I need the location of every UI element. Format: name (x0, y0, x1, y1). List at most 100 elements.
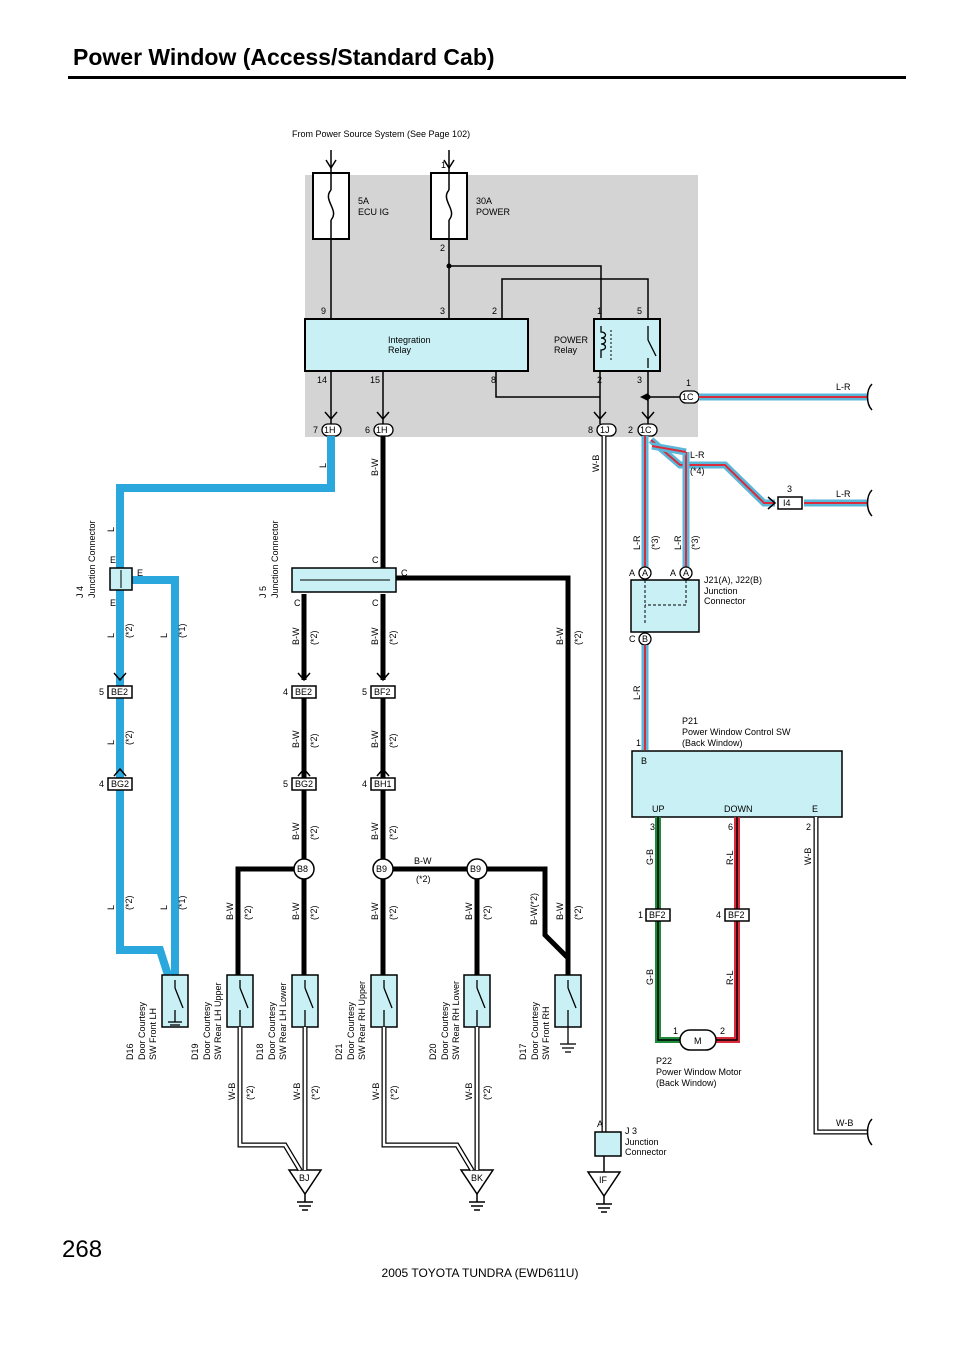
page-title: Power Window (Access/Standard Cab) (73, 44, 495, 70)
j3-code: J 3 (625, 1126, 637, 1136)
splice-b9b (466, 858, 488, 880)
j5-name: Junction Connector (270, 520, 280, 598)
connector-bf2-gb-pin: 1 (638, 910, 643, 920)
wire-label-wb-1j: W-B (591, 455, 601, 472)
p21-pin3: 3 (650, 822, 655, 832)
wire-label-lr-v2: L-R (673, 535, 683, 550)
note-2-wb1: (*2) (245, 1085, 255, 1100)
connector-bf2-bw (370, 672, 396, 699)
note-2-bw5: (*2) (309, 733, 319, 748)
splice-dot (446, 263, 452, 269)
note-2-wb2: (*2) (310, 1085, 320, 1100)
p21-e: E (812, 804, 818, 814)
junction-j21-name1: Junction (704, 586, 738, 596)
d18-line1: Door Courtesy (267, 1001, 277, 1060)
note-2-bw11: (*2) (388, 905, 398, 920)
connector-bf2-rl-pin: 4 (716, 910, 721, 920)
note-2-l3: (*2) (124, 623, 134, 638)
j3-name2: Connector (625, 1147, 667, 1157)
note-2-bw2: (*2) (309, 630, 319, 645)
d18-line2: SW Rear LH Lower (278, 982, 288, 1060)
d20-line1: Door Courtesy (440, 1001, 450, 1060)
p22-name1: Power Window Motor (656, 1067, 742, 1077)
fuse-name-power: POWER (476, 207, 511, 217)
wire-label-l5: L (106, 740, 116, 745)
power-relay-label2: Relay (554, 345, 578, 355)
door-switch-d21 (370, 974, 398, 1028)
connector-i4-label: I4 (783, 498, 791, 508)
pin-9: 9 (321, 306, 326, 316)
wire-label-lr-v1: L-R (632, 535, 642, 550)
title-rule (68, 76, 906, 79)
page-number: 268 (62, 1236, 103, 1263)
p21-code: P21 (682, 716, 698, 726)
pin-a-right-label: A (683, 568, 689, 578)
connector-arrows (324, 411, 655, 421)
connector-bf2-bw-pin: 5 (362, 687, 367, 697)
d20-line2: SW Rear RH Lower (451, 981, 461, 1060)
pin-a-right-ext: A (670, 568, 676, 578)
note-3a: (*3) (650, 535, 660, 550)
p21-name2: (Back Window) (682, 738, 743, 748)
wire-break (866, 1118, 873, 1146)
ground-if-label: IF (599, 1175, 608, 1185)
power-window-control-switch (631, 750, 843, 818)
fuse-ecu-ig (312, 172, 350, 240)
wire-label-bw3: B-W (370, 627, 380, 645)
d19-line1: Door Courtesy (202, 1001, 212, 1060)
j4-pin-e-bottom: E (110, 598, 116, 608)
pin-8: 8 (491, 375, 496, 385)
j5-pin-c-br: C (372, 598, 379, 608)
p22-name2: (Back Window) (656, 1078, 717, 1088)
connector-1j-label: 1J (600, 425, 610, 435)
wire-label-bw5: B-W (291, 730, 301, 748)
wire-label-bw6: B-W (370, 730, 380, 748)
door-switch-d18 (291, 974, 319, 1028)
wire-label-wb1: W-B (227, 1083, 237, 1100)
note-2-bw9: (*2) (243, 905, 253, 920)
connector-be2-l-pin: 5 (99, 687, 104, 697)
connector-bf2-rl (724, 908, 750, 922)
door-switch-d16 (161, 974, 189, 1028)
connector-bf2-rl-label: BF2 (728, 910, 745, 920)
note-2-bw12: (*2) (482, 905, 492, 920)
j4-code: J 4 (75, 586, 85, 598)
wire-label-bw8: B-W (370, 822, 380, 840)
wire-label-bw13: B-W(*2) (529, 893, 539, 925)
wire-label-bw11: B-W (370, 902, 380, 920)
d19-line2: SW Rear LH Upper (213, 982, 223, 1060)
connector-bg2-l-label: BG2 (111, 779, 129, 789)
d18-code: D18 (255, 1043, 265, 1060)
note-2-bw14: (*2) (573, 905, 583, 920)
wire-wb-e (813, 817, 868, 1135)
pin-7: 7 (313, 425, 318, 435)
note-1-l7: (*1) (177, 895, 187, 910)
pin-c-junction-label: C (629, 634, 636, 644)
wire-label-wb-e2: W-B (836, 1118, 853, 1128)
wire-label-rl2: R-L (725, 970, 735, 985)
wire-label-l6: L (106, 905, 116, 910)
pin-15: 15 (370, 375, 380, 385)
j5-pin-c-bl: C (294, 598, 301, 608)
p21-name1: Power Window Control SW (682, 727, 791, 737)
pin-2d: 2 (628, 425, 633, 435)
p21-pin1: 1 (636, 738, 641, 748)
footer: 2005 TOYOTA TUNDRA (EWD611U) (381, 1266, 579, 1280)
splice-b8-label: B8 (297, 864, 308, 874)
fuse-pin-2: 2 (440, 243, 445, 253)
d19-code: D19 (190, 1043, 200, 1060)
junction-j21-code: J21(A), J22(B) (704, 575, 762, 585)
connector-be2-bw-pin: 4 (283, 687, 288, 697)
j3-name1: Junction (625, 1137, 659, 1147)
wire-label-l1: L (318, 463, 328, 468)
connector-1c-a-label: 1C (640, 425, 652, 435)
wire-label-bw10: B-W (291, 902, 301, 920)
connector-bh1-bw-label: BH1 (374, 779, 392, 789)
pin-1: 1 (597, 306, 602, 316)
wire-lr-down (641, 436, 868, 570)
splice-b9a (372, 858, 394, 880)
connector-bg2-bw (291, 767, 317, 791)
note-2-wb4: (*2) (482, 1085, 492, 1100)
note-2-bw7: (*2) (309, 825, 319, 840)
